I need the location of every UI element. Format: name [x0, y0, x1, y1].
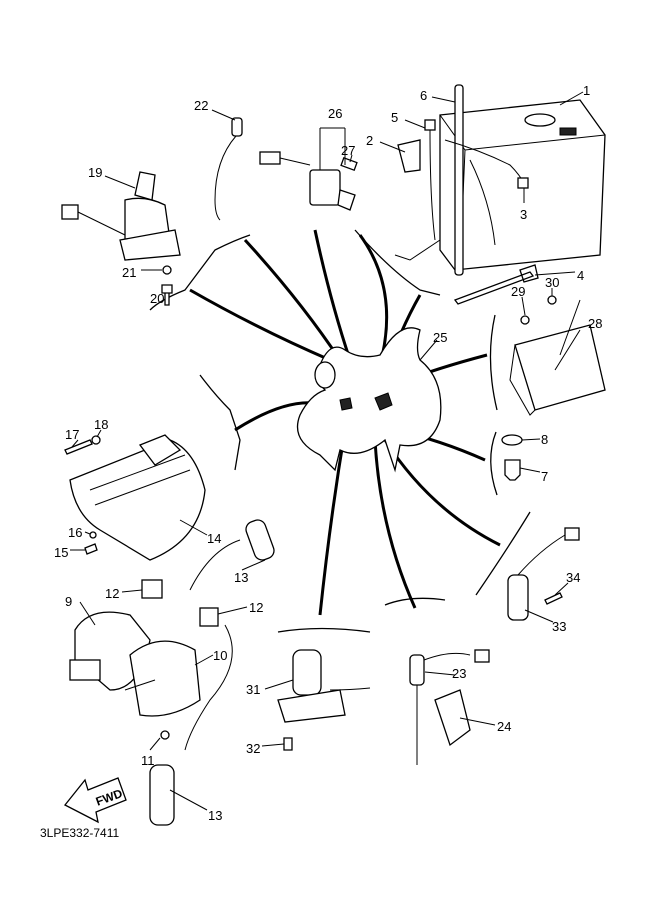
callout-29: 29 — [511, 284, 525, 299]
callout-21: 21 — [122, 265, 136, 280]
callout-10: 10 — [213, 648, 227, 663]
callout-6: 6 — [420, 88, 427, 103]
screw-34 — [544, 592, 563, 605]
washer-21 — [162, 265, 172, 275]
callouts: 1 2 3 4 5 6 7 8 9 10 11 12 12 13 13 14 1… — [54, 83, 602, 823]
frame-center — [296, 327, 442, 473]
switch-7 — [504, 459, 521, 481]
callout-3: 3 — [520, 207, 527, 222]
ignition-coil-9 — [69, 611, 151, 691]
callout-1: 1 — [583, 83, 590, 98]
cap-12a — [141, 579, 163, 599]
leader-lines — [70, 91, 584, 811]
bolt-20 — [161, 284, 173, 306]
sensor-33 — [507, 527, 580, 621]
callout-19: 19 — [88, 165, 102, 180]
callout-15: 15 — [54, 545, 68, 560]
cable-tie — [453, 264, 539, 305]
callout-20: 20 — [150, 291, 164, 306]
callout-31: 31 — [246, 682, 260, 697]
part-31 — [277, 649, 371, 723]
neutral-switch-wire — [214, 117, 243, 221]
cdi-unit — [509, 324, 606, 416]
callout-12b: 12 — [249, 600, 263, 615]
fuse-holder — [259, 151, 358, 211]
callout-27: 27 — [341, 143, 355, 158]
callout-5: 5 — [391, 110, 398, 125]
washer-30 — [547, 295, 557, 305]
callout-28: 28 — [588, 316, 602, 331]
callout-26: 26 — [328, 106, 342, 121]
callout-14: 14 — [207, 531, 221, 546]
screw-17 — [64, 439, 93, 455]
main-switch — [61, 171, 181, 261]
switch-23 — [409, 649, 490, 765]
callout-25: 25 — [433, 330, 447, 345]
callout-8: 8 — [541, 432, 548, 447]
screw-32 — [283, 737, 293, 751]
callout-34: 34 — [566, 570, 580, 585]
callout-4: 4 — [577, 268, 584, 283]
washer-16 — [89, 531, 97, 539]
bracket-24 — [434, 689, 471, 747]
callout-33: 33 — [552, 619, 566, 634]
callout-13a: 13 — [234, 570, 248, 585]
callout-2: 2 — [366, 133, 373, 148]
screw-15 — [84, 543, 98, 555]
callout-17: 17 — [65, 427, 79, 442]
ignition-coil-10 — [124, 640, 201, 717]
battery-cables — [394, 84, 529, 276]
callout-12a: 12 — [105, 586, 119, 601]
screw-29 — [520, 315, 530, 325]
callout-9: 9 — [65, 594, 72, 609]
callout-22: 22 — [194, 98, 208, 113]
spark-plug-cap-lower — [149, 624, 233, 826]
callout-11: 11 — [141, 753, 155, 768]
callout-32: 32 — [246, 741, 260, 756]
callout-13b: 13 — [208, 808, 222, 823]
ignition-coil-cover — [69, 434, 206, 561]
callout-23: 23 — [452, 666, 466, 681]
cap-12b — [199, 607, 219, 627]
callout-7: 7 — [541, 469, 548, 484]
part-code: 3LPE332-7411 — [40, 826, 120, 840]
callout-18: 18 — [94, 417, 108, 432]
callout-24: 24 — [497, 719, 511, 734]
forward-direction-arrow: FWD — [63, 777, 127, 824]
washer-18 — [91, 435, 101, 445]
callout-30: 30 — [545, 275, 559, 290]
washer-8 — [501, 434, 523, 446]
spark-plug-cap-upper — [189, 519, 275, 591]
callout-16: 16 — [68, 525, 82, 540]
screw-11 — [160, 730, 170, 740]
